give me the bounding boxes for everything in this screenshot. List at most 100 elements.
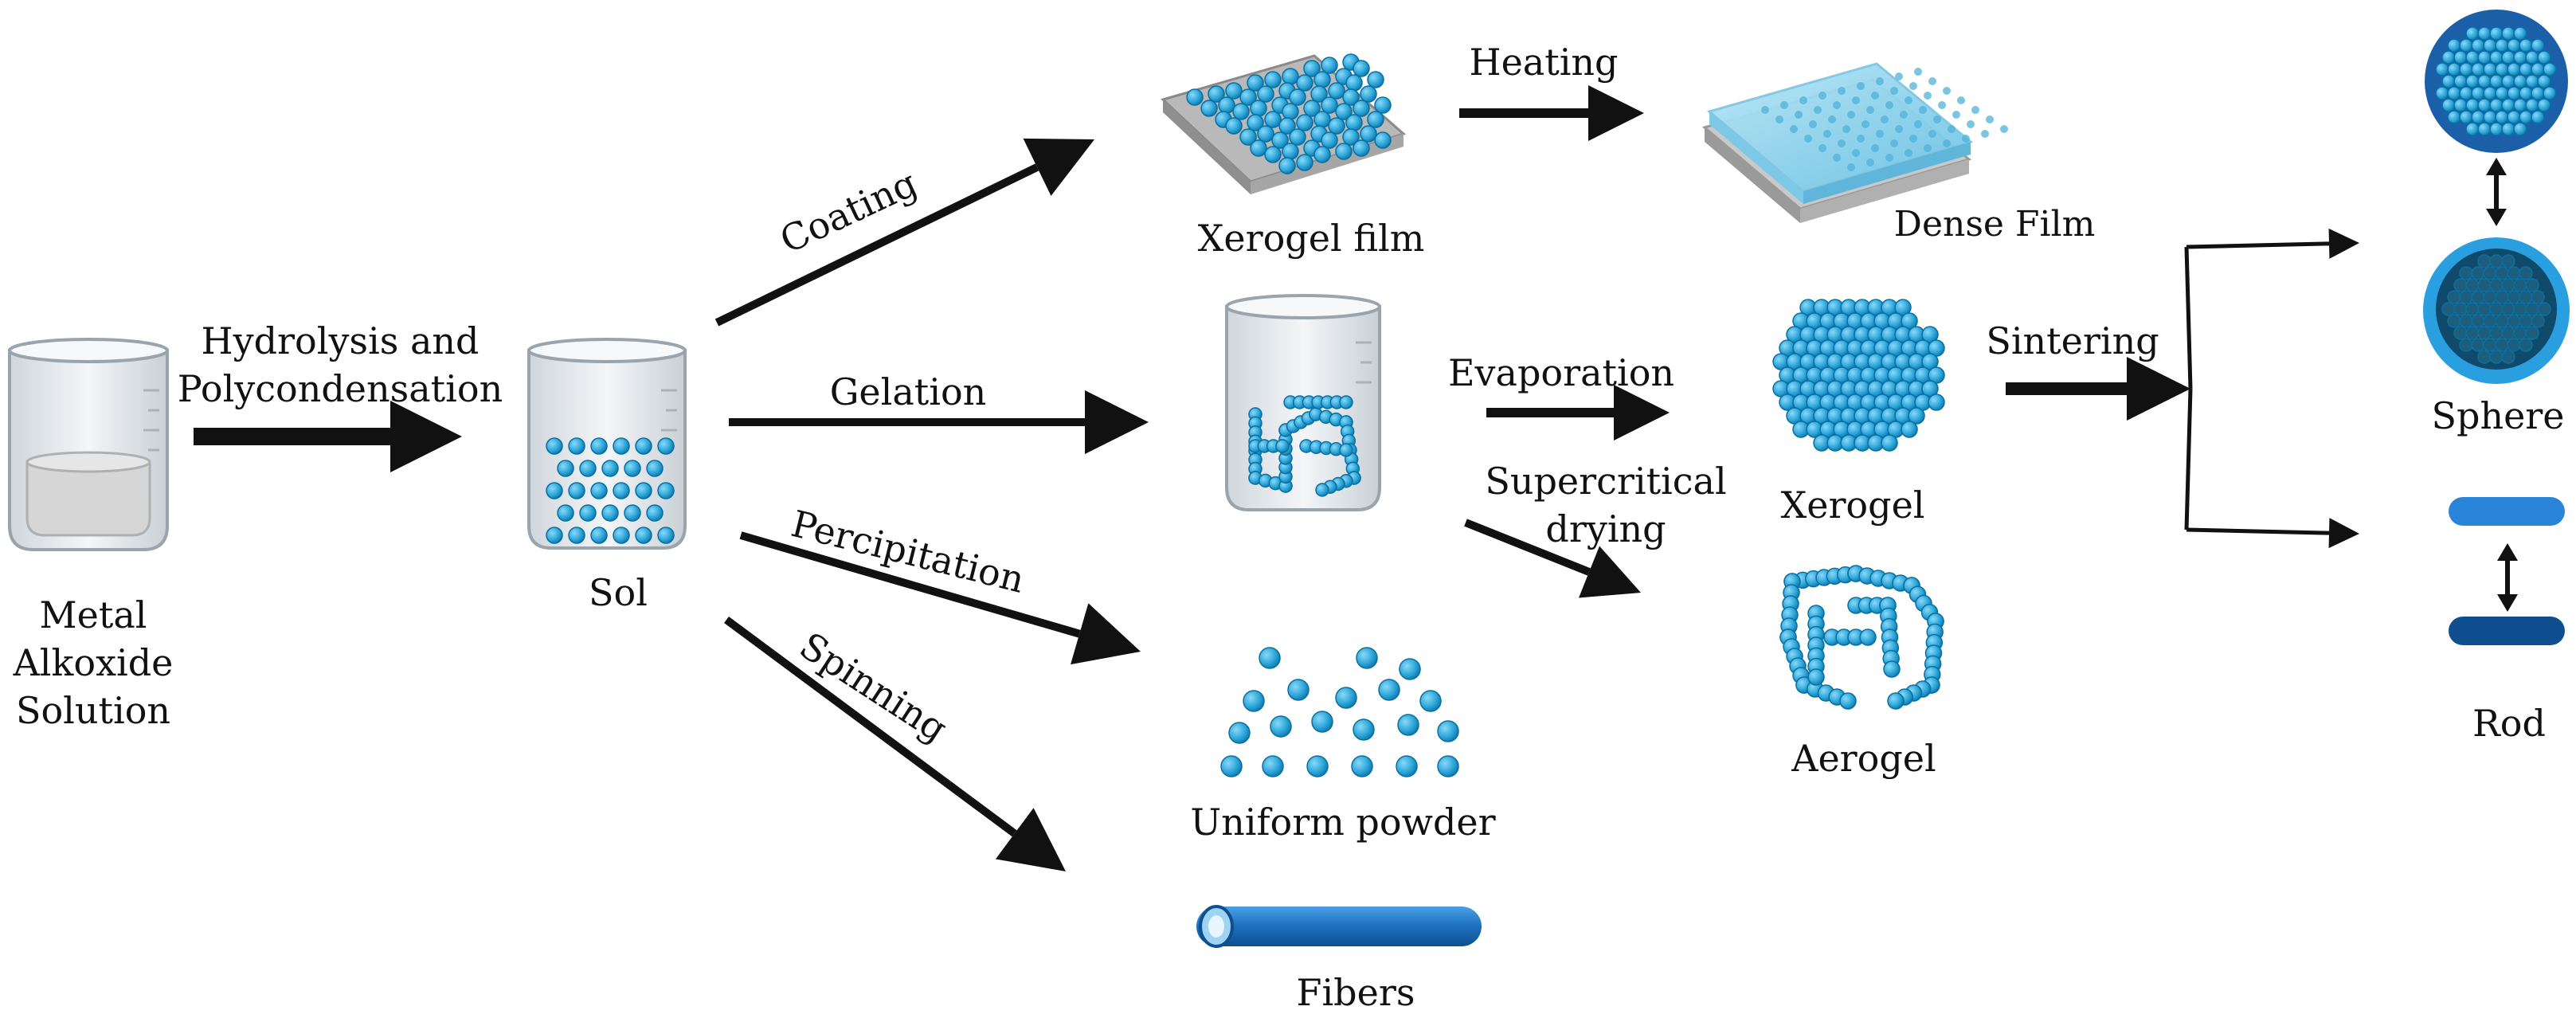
sphere-top [2425, 10, 2568, 153]
particle [2477, 26, 2492, 41]
film-dot [1962, 135, 1970, 143]
film-dot [1814, 106, 1822, 114]
particle [1399, 658, 1421, 680]
arrow-head [1023, 138, 1094, 196]
film-dot [1881, 116, 1889, 123]
particle [2513, 98, 2527, 112]
particle [1928, 394, 1945, 411]
particle [2501, 278, 2515, 292]
sphere-label: Sphere [2431, 394, 2564, 437]
particle [2513, 278, 2527, 292]
particle [1345, 74, 1363, 92]
dense-film-label: Dense Film [1894, 204, 2096, 245]
particle [2495, 338, 2509, 352]
arrow-head [1579, 546, 1641, 598]
particle [1437, 755, 1459, 777]
particle [1247, 74, 1264, 92]
particle [1335, 687, 1357, 709]
arrow-head [1588, 85, 1644, 141]
particle [2465, 26, 2480, 41]
arrow-shaft [1464, 519, 1591, 576]
film-dot [1790, 125, 1798, 133]
particle [2489, 122, 2504, 136]
particle [1419, 690, 1442, 712]
particle [2465, 122, 2480, 136]
particle [2519, 62, 2533, 76]
xerogel-particle-cluster [1772, 299, 1945, 452]
particle [1807, 668, 1825, 686]
film-dot [1971, 106, 1979, 114]
film-dot [1818, 144, 1826, 152]
xerogel-film-label: Xerogel film [1198, 217, 1425, 260]
film-dot [2000, 125, 2008, 133]
particle [2471, 266, 2485, 280]
particle [1250, 100, 1267, 117]
hydrolysis-arrow [194, 401, 462, 472]
aerogel-label: Aerogel [1791, 737, 1936, 780]
xerogel-film [1161, 53, 1407, 194]
particle [2519, 86, 2533, 100]
particle [2513, 326, 2527, 340]
film-dot [1842, 125, 1850, 133]
arrow-head [2486, 158, 2507, 175]
particle [2483, 314, 2497, 328]
particle [2519, 38, 2533, 53]
particle [2483, 266, 2497, 280]
particle [568, 482, 585, 499]
particle [2519, 314, 2533, 328]
particle [1313, 111, 1331, 128]
film-dot [1775, 116, 1783, 123]
film-dot [1852, 149, 1860, 157]
particle [646, 460, 664, 477]
particle [2477, 98, 2492, 112]
particle [2483, 338, 2497, 352]
particle [2465, 74, 2480, 88]
evaporation-arrow [1486, 385, 1670, 441]
particle [1306, 755, 1329, 777]
particle [2543, 86, 2557, 100]
particle [1313, 71, 1331, 88]
metal-alkoxide-label-line3: Solution [16, 689, 170, 732]
particle [2465, 98, 2480, 112]
particle [2465, 326, 2480, 340]
film-dot [1828, 116, 1836, 123]
particle [1374, 96, 1392, 114]
fibers-label: Fibers [1297, 971, 1415, 1014]
particle [2525, 98, 2539, 112]
sintering-label: Sintering [1986, 319, 2159, 362]
particle [1367, 71, 1384, 88]
film-dot [1838, 87, 1846, 95]
film-dot [1905, 149, 1912, 157]
particle [657, 482, 675, 499]
particle [1351, 755, 1373, 777]
particle [1262, 755, 1284, 777]
particle [1315, 483, 1329, 497]
particle [2543, 62, 2557, 76]
film-dot [1924, 92, 1932, 100]
particle [1243, 690, 1265, 712]
particle [1342, 88, 1360, 106]
particle [1883, 660, 1901, 678]
particle [1360, 125, 1377, 143]
film-dot [1928, 77, 1936, 85]
particle [2459, 110, 2473, 124]
film-dot [1857, 82, 1865, 90]
particle [1278, 157, 1296, 174]
particle [2531, 110, 2545, 124]
precipitation-arrow [739, 531, 1141, 665]
particle [2453, 278, 2468, 292]
particle [2483, 290, 2497, 304]
particle [2537, 98, 2551, 112]
particle [2453, 326, 2468, 340]
particle [1881, 434, 1898, 452]
particle [2489, 74, 2504, 88]
particle [2513, 74, 2527, 88]
film-dot [1871, 92, 1879, 100]
metal-alkoxide-label-line1: Metal [40, 593, 147, 636]
particle [1278, 117, 1296, 135]
particle [1339, 395, 1353, 409]
arrow-shaft [714, 163, 1039, 327]
dense-film [1701, 62, 2008, 223]
spinning-arrow [724, 616, 1066, 871]
particle [2453, 74, 2468, 88]
